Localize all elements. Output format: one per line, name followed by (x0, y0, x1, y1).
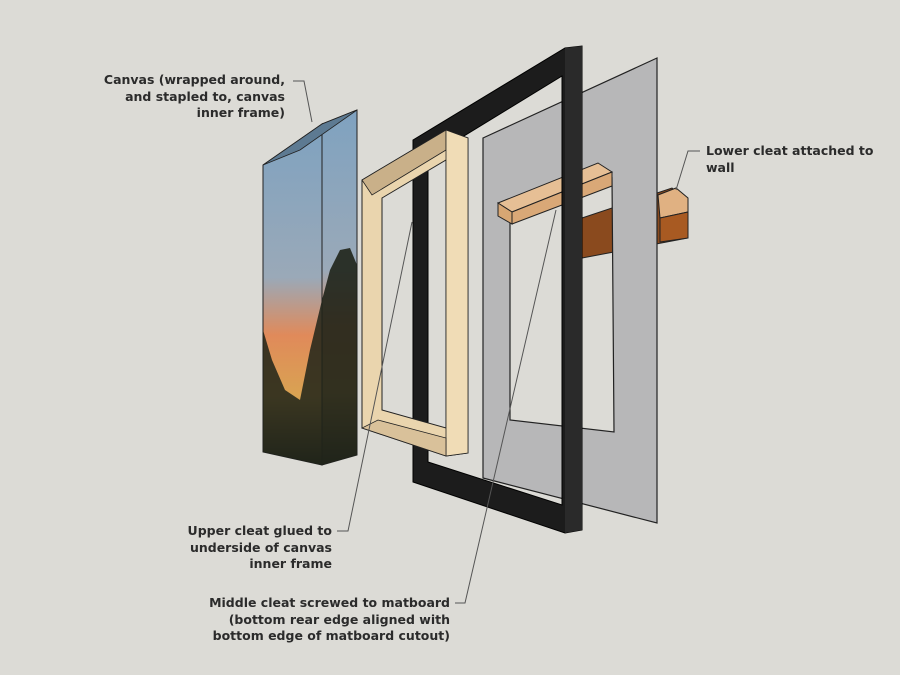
label-lower-cleat: Lower cleat attached to wall (706, 143, 874, 175)
leader-upper-cleat (337, 221, 413, 532)
leader-middle-cleat (455, 209, 557, 604)
leader-lower-cleat (675, 150, 700, 191)
leader-canvas (293, 80, 313, 123)
black-frame (412, 45, 583, 534)
label-middle-cleat: Middle cleat screwed to matboard (bottom… (209, 595, 450, 643)
label-canvas: Canvas (wrapped around, and stapled to, … (103, 72, 285, 120)
leader-lines (293, 80, 700, 604)
canvas-inner-frame (360, 129, 469, 457)
canvas-print (262, 109, 358, 466)
label-upper-cleat: Upper cleat glued to underside of canvas… (187, 523, 332, 571)
